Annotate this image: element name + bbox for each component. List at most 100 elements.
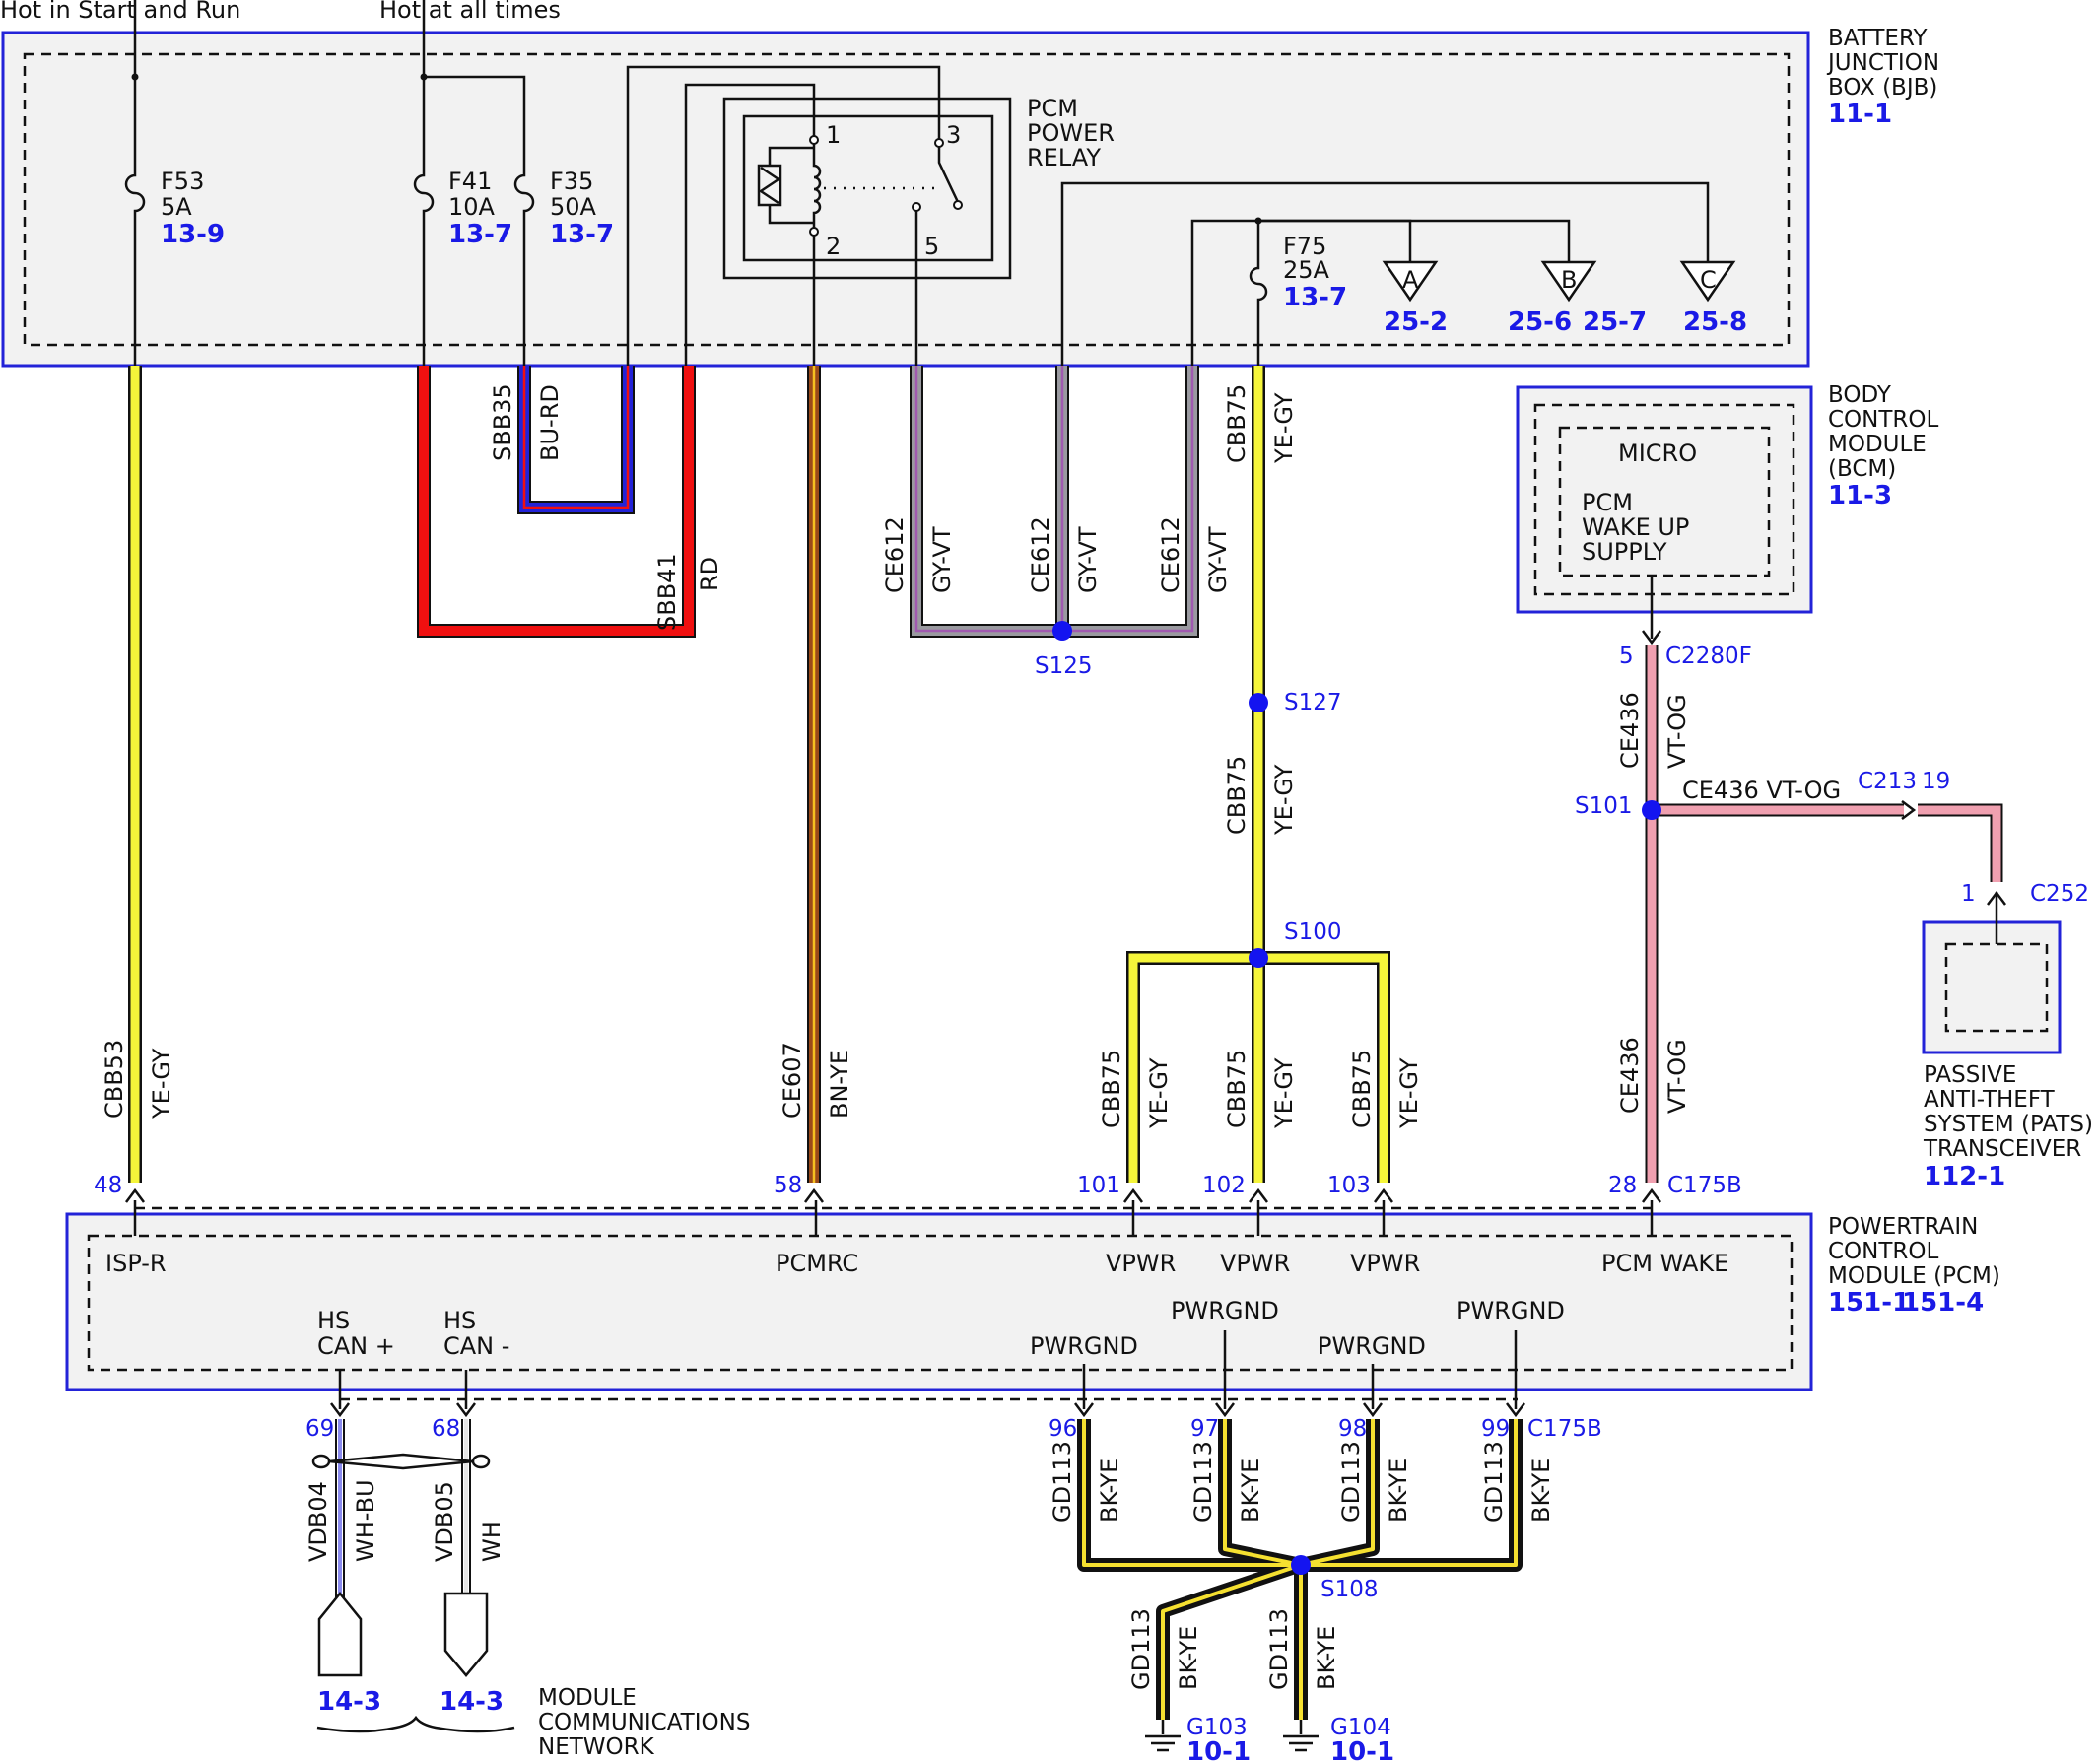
wire-label-sbb35: SBB35: [489, 383, 516, 461]
f53-dot: [131, 73, 139, 81]
splice-s127-label: S127: [1284, 690, 1342, 715]
pcm-title-1: POWERTRAIN: [1828, 1214, 1978, 1240]
relay-pin-2: 2: [826, 233, 841, 260]
relay-out-a: [1258, 219, 1412, 262]
wire-label-vdb05-color: WH: [478, 1521, 506, 1562]
bcm-title-2: CONTROL: [1828, 407, 1939, 433]
wire-label-gd113-97-color: BK-YE: [1237, 1459, 1264, 1523]
f35-amp: 50A: [550, 193, 597, 221]
bcm-outer-dashed: [1533, 403, 1795, 596]
pin-99-label: 99: [1481, 1416, 1510, 1442]
relay-inner-box: [742, 114, 994, 262]
wire-label-cbb75-101: CBB75: [1098, 1050, 1125, 1128]
pcm-hs-can-plus-1: HS: [317, 1307, 350, 1334]
wire-label-gd113-g104-color: BK-YE: [1313, 1626, 1340, 1690]
pcm-pin-isp-r: ISP-R: [105, 1250, 167, 1277]
fuse-f35-icon: [513, 168, 535, 223]
ground-g103-label: G103: [1186, 1715, 1248, 1740]
bcm-box: [1516, 385, 1813, 614]
network-label-2: COMMUNICATIONS: [538, 1710, 750, 1735]
connector-a-letter: A: [1402, 266, 1419, 294]
wire-label-ce607: CE607: [779, 1042, 806, 1119]
connector-b-ref-2: 25-7: [1583, 307, 1647, 337]
network-ref-2: 14-3: [440, 1687, 504, 1717]
ground-g104-icon: [1283, 1720, 1319, 1752]
bjb-title-2: JUNCTION: [1826, 50, 1939, 76]
connector-a-ref: 25-2: [1384, 307, 1448, 337]
pats-ref: 112-1: [1924, 1162, 2005, 1191]
f41-ref: 13-7: [448, 220, 512, 249]
pats-title-4: TRANSCEIVER: [1923, 1136, 2081, 1162]
wire-label-gd113-g104: GD113: [1265, 1608, 1293, 1690]
relay-switch-icon: [912, 138, 963, 212]
pin-68-label: 68: [432, 1416, 460, 1442]
wire-label-ce436-bottom-color: VT-OG: [1663, 1039, 1691, 1114]
pcm-hs-can-minus-1: HS: [443, 1307, 476, 1334]
relay-pin-1: 1: [826, 121, 841, 149]
wire-label-gd113-96-color: BK-YE: [1096, 1459, 1123, 1523]
pin-98-label: 98: [1338, 1416, 1367, 1442]
wire-ce436: [1645, 645, 2003, 1183]
f53-name: F53: [161, 168, 204, 195]
pin-69-label: 69: [305, 1416, 334, 1442]
pin-58-label: 58: [774, 1173, 802, 1198]
splice-s108-label: S108: [1320, 1577, 1379, 1602]
pcm-top-connector-label: C175B: [1667, 1173, 1742, 1198]
relay-pin-3: 3: [946, 121, 961, 149]
wire-label-gd113-99-color: BK-YE: [1527, 1459, 1555, 1523]
wire-label-cbb75-top: CBB75: [1223, 384, 1251, 463]
wire-sbb35: [517, 366, 635, 514]
ground-g103-ref: 10-1: [1186, 1737, 1251, 1764]
wire-label-gd113-98-color: BK-YE: [1385, 1459, 1412, 1523]
wire-label-cbb53-color: YE-GY: [148, 1048, 175, 1119]
f75-dot: [1254, 217, 1262, 225]
pcm-pin-vpwr-2: VPWR: [1220, 1250, 1290, 1277]
wire-ce612: [910, 366, 1199, 638]
fuse-f75-icon: [1249, 262, 1268, 309]
pcm-pin-vpwr-1: VPWR: [1106, 1250, 1176, 1277]
splice-s101-dot: [1642, 800, 1661, 820]
f53-amp: 5A: [161, 193, 192, 221]
relay-coil-icon: [757, 135, 934, 237]
pcm-hs-can-plus-2: CAN +: [317, 1332, 395, 1360]
pin-103-label: 103: [1327, 1173, 1371, 1198]
pats-title-2: ANTI-THEFT: [1924, 1087, 2056, 1113]
wire-label-ce436-top: CE436: [1616, 692, 1644, 769]
wire-label-ce612-2-color: GY-VT: [1074, 526, 1102, 593]
relay-out-c: [1060, 181, 1710, 366]
bcm-title-1: BODY: [1828, 382, 1892, 408]
wire-label-cbb75-mid-color: YE-GY: [1270, 764, 1298, 836]
wire-label-ce612-1: CE612: [881, 516, 909, 593]
wire-label-gd113-g103-color: BK-YE: [1175, 1626, 1202, 1690]
pin-96-label: 96: [1049, 1416, 1077, 1442]
wire-label-ce436-top-color: VT-OG: [1663, 694, 1691, 769]
connector-c-icon: [1679, 260, 1736, 303]
c213-pin-label: 19: [1922, 769, 1950, 794]
bcm-micro-label: MICRO: [1618, 440, 1697, 467]
can-plus-connector-icon: [317, 1592, 363, 1677]
f41-dot: [420, 73, 428, 81]
network-brace-icon: [316, 1715, 515, 1733]
wire-label-ce436-bottom: CE436: [1616, 1037, 1644, 1114]
network-label-3: NETWORK: [538, 1734, 655, 1760]
bcm-micro-dashed: [1558, 426, 1771, 577]
pats-title-3: SYSTEM (PATS): [1924, 1112, 2093, 1137]
ce436-horizontal-label: CE436 VT-OG: [1682, 777, 1841, 804]
wire-label-cbb75-103: CBB75: [1348, 1050, 1376, 1128]
splice-s108-dot: [1291, 1555, 1311, 1575]
network-label-1: MODULE: [538, 1685, 637, 1711]
hot-at-all-times-label: Hot at all times: [379, 0, 561, 24]
wire-label-gd113-99: GD113: [1480, 1441, 1508, 1523]
wire-label-gd113-97: GD113: [1189, 1441, 1217, 1523]
wire-label-vdb05: VDB05: [431, 1481, 458, 1562]
pcm-box: [65, 1212, 1813, 1391]
wire-label-cbb75-102-color: YE-GY: [1270, 1057, 1298, 1129]
bcm-title-3: MODULE: [1828, 432, 1927, 457]
bcm-supply-3: SUPPLY: [1582, 538, 1667, 566]
bjb-inner-dashed: [23, 52, 1791, 347]
bcm-supply-2: WAKE UP: [1582, 513, 1689, 541]
c213-label: C213: [1858, 769, 1917, 794]
pcm-inner-dashed: [87, 1234, 1794, 1372]
wire-label-ce612-2: CE612: [1027, 516, 1054, 593]
